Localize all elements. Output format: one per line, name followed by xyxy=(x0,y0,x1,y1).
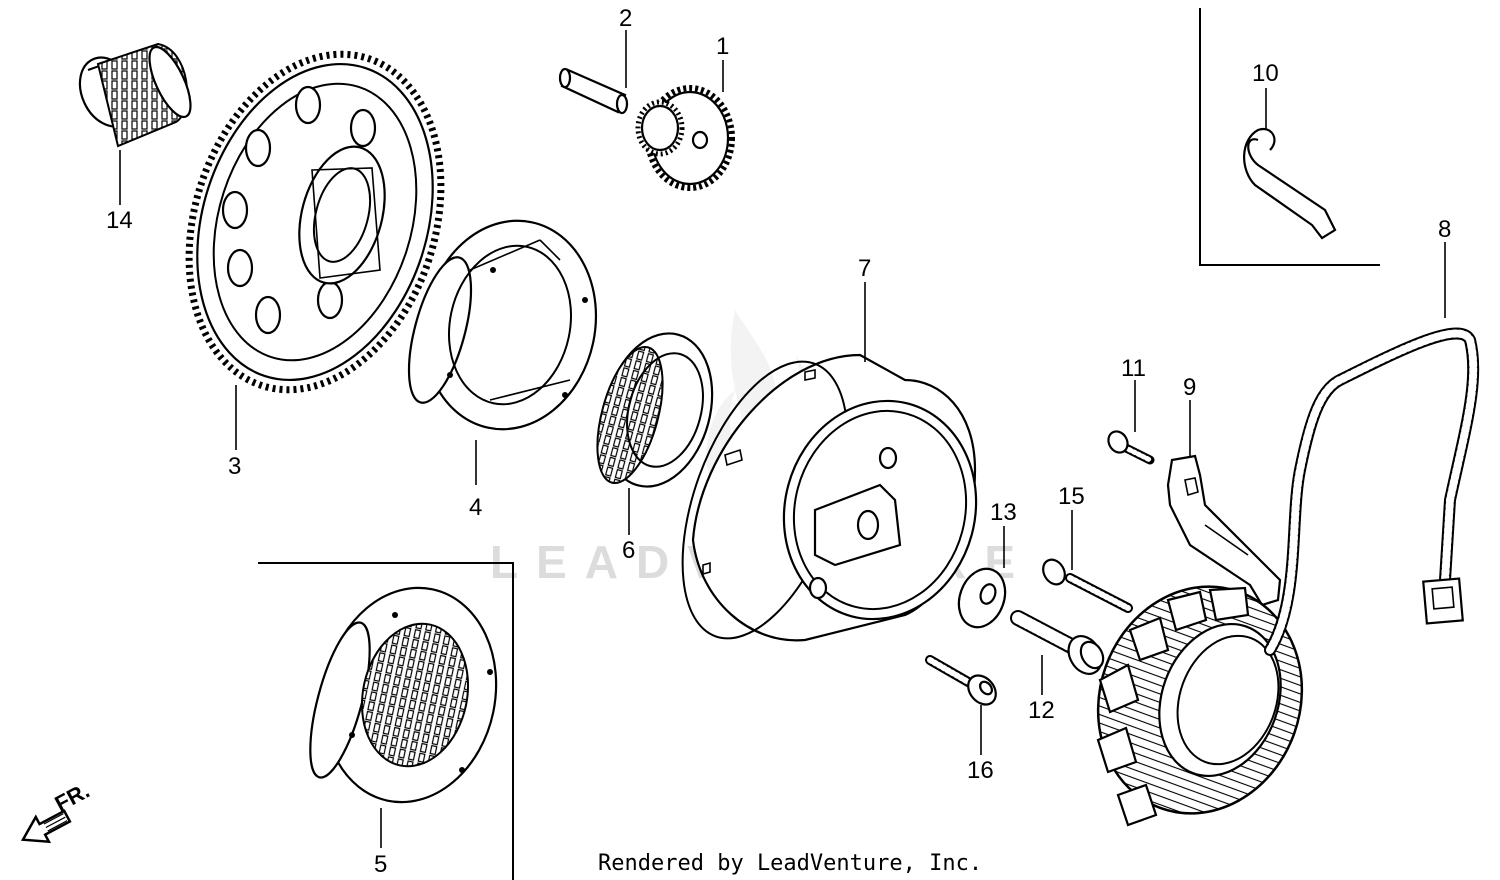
callout-14: 14 xyxy=(106,207,133,234)
part-4-clutch-outer xyxy=(407,219,598,431)
leader-lines xyxy=(119,30,1446,848)
part-10-wire-clamp xyxy=(1243,127,1337,240)
part-12-flange-bolt xyxy=(1010,610,1105,675)
callout-15: 15 xyxy=(1058,483,1085,510)
callout-13: 13 xyxy=(990,499,1017,526)
part-16-socket-bolt xyxy=(925,655,997,706)
callout-11: 11 xyxy=(1121,355,1146,382)
callout-8: 8 xyxy=(1438,216,1451,243)
part-15-bolt xyxy=(1042,558,1133,613)
callout-7: 7 xyxy=(858,255,871,282)
callout-6: 6 xyxy=(622,537,635,564)
callout-4: 4 xyxy=(469,494,482,521)
callout-3: 3 xyxy=(228,453,241,480)
inset-frame-lower xyxy=(258,562,514,880)
part-13-washer xyxy=(957,567,1007,629)
part-14-needle-bearing xyxy=(78,42,192,148)
callout-16: 16 xyxy=(967,757,994,784)
part-8-stator xyxy=(1096,327,1480,827)
callout-2: 2 xyxy=(619,5,632,32)
callout-10: 10 xyxy=(1252,60,1279,87)
part-5-clutch-outer-alt xyxy=(309,586,498,804)
footer-credit: Rendered by LeadVenture, Inc. xyxy=(598,851,982,876)
front-direction-arrow xyxy=(20,809,72,844)
part-9-setting-plate xyxy=(1166,454,1282,607)
part-3-starter-driven-gear xyxy=(185,50,445,394)
part-1-reduction-gear xyxy=(635,85,735,191)
callout-9: 9 xyxy=(1183,374,1196,401)
inset-frame-upper xyxy=(1199,8,1380,266)
part-7-flywheel xyxy=(681,353,978,642)
part-11-small-bolt xyxy=(1107,430,1155,465)
part-2-pin xyxy=(558,67,629,115)
callout-1: 1 xyxy=(716,33,729,60)
front-direction-label: FR. xyxy=(51,778,94,817)
callout-5: 5 xyxy=(374,851,387,878)
callout-12: 12 xyxy=(1028,697,1055,724)
part-6-one-way-clutch xyxy=(596,332,714,488)
